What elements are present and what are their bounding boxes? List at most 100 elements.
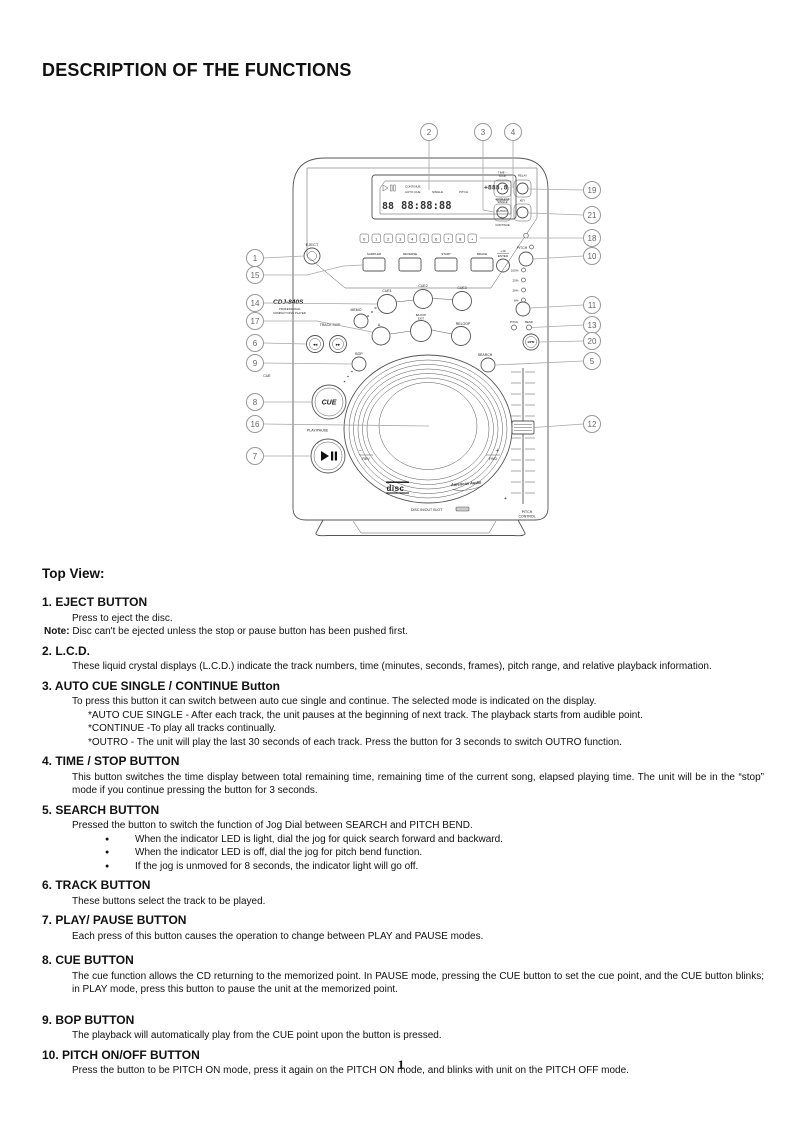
para-line: These buttons select the track to be pla… [72,895,266,907]
para-line: The cue function allows the CD returning… [72,970,764,996]
jog-wheel [343,354,513,504]
lcd-outro-label: OUTRO [496,209,507,213]
svg-text:disc: disc [387,484,405,493]
pitch-slider: + PITCH CONTROL [504,368,536,519]
svg-text:100%: 100% [511,269,519,273]
reloop-label: RELOOP [456,322,471,326]
bullet-text: If the jog is unmoved for 8 seconds, the… [135,860,419,872]
callout-16: 16 [251,420,260,429]
pitch-control-label: PITCH [522,510,533,514]
page-title: DESCRIPTION OF THE FUNCTIONS [42,60,352,80]
bop-label: BOP [355,352,363,356]
bullet-icon: ● [105,835,110,843]
model-name: CDJ-840S PROFESSIONAL COMPACT DISC PLAYE… [273,299,306,315]
top-view-heading: Top View: [42,566,105,581]
relay-label: RELAY [518,174,527,178]
callout-12: 12 [588,420,597,429]
svg-text:EXIT: EXIT [418,317,425,321]
section: 10. PITCH ON/OFF BUTTON Press the button … [42,1048,764,1078]
callout-5: 5 [590,357,595,366]
auto-cue-single-button [496,206,509,219]
eject-button [303,247,321,265]
sampler-label: SAMPLER [367,252,382,256]
auto-cue-single-label: AUTO CUE [495,197,510,201]
para-line: Press the button to be PITCH ON mode, pr… [72,1065,629,1076]
callout-13: 13 [588,321,597,330]
bullet-icon: ● [105,849,110,856]
svg-text:6: 6 [435,237,438,242]
bop-button [351,356,367,372]
pitch-label: PITCH [517,246,528,250]
pitch-bend-label: PITCH [510,320,518,324]
a-label: A [378,323,381,327]
svg-text:+: + [471,237,474,242]
time-stop-label: TIME – [498,171,507,175]
callout-3: 3 [481,128,486,137]
plus10-enter-button [496,258,510,273]
section-title: 8. CUE BUTTON [42,953,134,967]
section-title: 10. PITCH ON/OFF BUTTON [42,1047,200,1062]
disc-slot [455,506,470,512]
track-skip-back-button [306,335,324,353]
sampler-button [362,257,386,272]
lcd-display: 88 88:88:88 CONTINUE AUTO CUE SINGLE PIT… [371,174,517,220]
lcd-time-digits: 88:88:88 [401,200,452,212]
svg-text:7: 7 [447,237,450,242]
section: 7. PLAY/ PAUSE BUTTON Each press of this … [42,913,764,943]
pitch-bend-minus-led [511,324,517,331]
bullet-icon: ● [105,862,110,870]
search-label: SEARCH [478,353,493,357]
svg-text:BPM: BPM [528,340,535,344]
star-line: *OUTRO - The unit will play the last 30 … [88,736,622,748]
effect-buttons: SAMPLER REVERSE START BRAKE +10 ENTER [362,249,510,273]
section-title: 5. SEARCH BUTTON [42,802,160,817]
time-stop-button [496,182,509,195]
cue-button: CUE [311,384,347,420]
callout-17: 17 [251,317,260,326]
callout-15: 15 [251,271,260,280]
callout-11: 11 [588,301,597,310]
star-line: *AUTO CUE SINGLE - After each track, the… [88,709,643,721]
pitch-range-leds: 100% 25% 16% 8% [511,267,526,303]
para-line: The playback will automatically play fro… [72,1030,442,1041]
play-pause-button [310,438,346,474]
para-line: Each press of this button causes the ope… [72,930,484,942]
section-title: 7. PLAY/ PAUSE BUTTON [42,913,187,927]
cue2-label: CUE2 [418,284,427,288]
cue3-button [452,291,472,311]
memo-button [353,313,369,329]
svg-text:COMPACT DISC PLAYER: COMPACT DISC PLAYER [273,311,306,315]
section-title: 4. TIME / STOP BUTTON [42,754,180,768]
b-loop-exit-label: B/LOOP [416,313,427,317]
svg-text:8: 8 [459,237,462,242]
reverse-label: REVERSE [403,252,417,256]
callout-21: 21 [588,211,597,220]
play-pause-label: PLAY/PAUSE [307,429,329,433]
callout-18: 18 [588,234,597,243]
start-button [434,257,458,272]
callout-4: 4 [511,128,516,137]
cue-panel-label: CUE [263,374,271,378]
a-button [371,326,391,346]
lcd-pitch-digits: +888.8 [484,184,508,192]
note-label: Note: [44,626,70,637]
cue1-button [377,294,397,314]
callout-19: 19 [588,186,597,195]
svg-text:CONTROL: CONTROL [518,515,535,519]
pause-icon [390,184,393,192]
memo-label: MEMO [351,308,362,312]
rev-label: REV [362,457,370,461]
lcd-single-label: SINGLE [432,190,443,194]
pitch-range-button [515,301,531,317]
cue2-button [413,289,433,309]
svg-text:SINGLE: SINGLE [497,200,507,204]
section-title: 1. EJECT BUTTON [42,595,148,609]
bullet-line: ●When the indicator LED is light, dial t… [105,833,764,847]
play-icon [382,184,389,192]
svg-text:CUE: CUE [322,400,337,407]
callout-2: 2 [427,128,432,137]
